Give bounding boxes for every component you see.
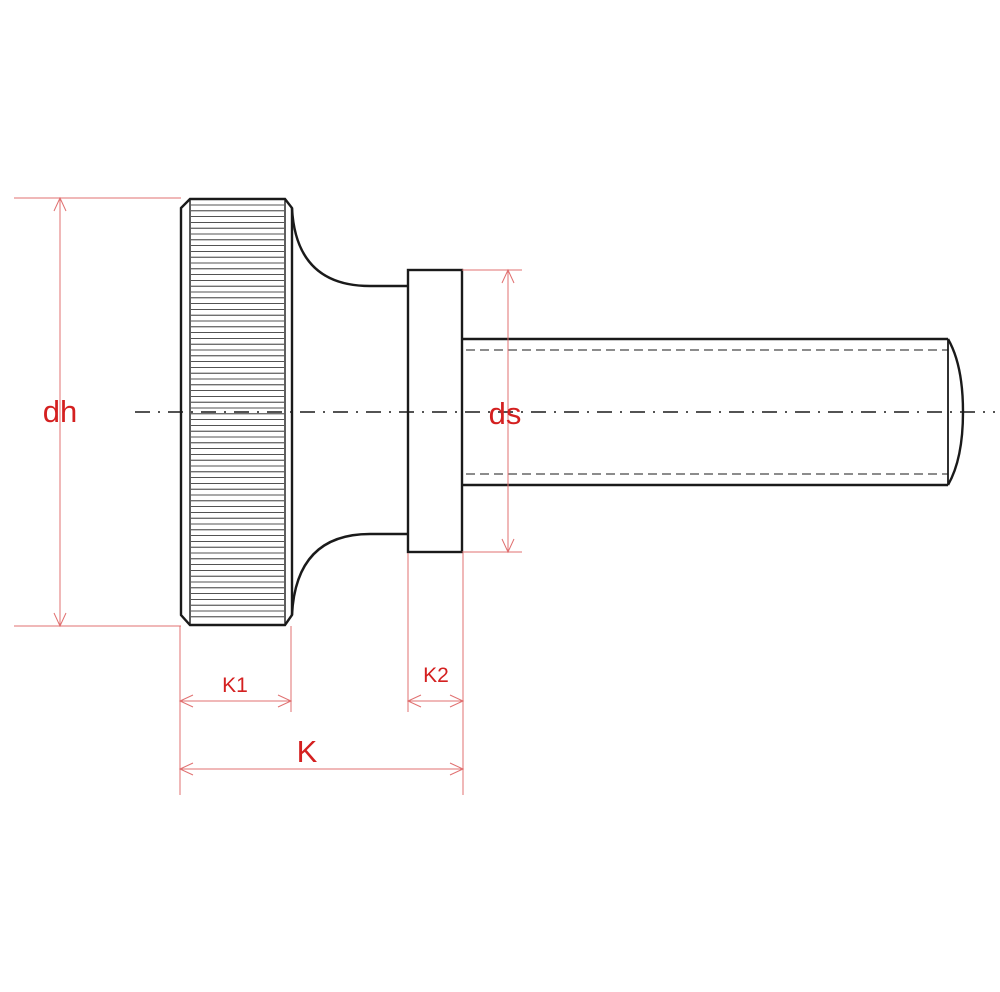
k2-arrow-left <box>406 694 422 708</box>
neck-fillet-bottom <box>290 532 408 616</box>
k1-arrow-right <box>277 694 293 708</box>
collar-outline <box>406 268 464 554</box>
dimension-labels: dh ds K1 K2 K <box>43 394 522 769</box>
k-arrow-right <box>449 762 465 776</box>
ds-arrow-bottom <box>501 538 515 554</box>
ds-arrow-top <box>501 268 515 284</box>
ds-label: ds <box>489 396 522 431</box>
k1-label: K1 <box>222 674 248 697</box>
k2-arrow-right <box>449 694 465 708</box>
knurl-pattern <box>191 204 284 618</box>
dimension-lines <box>14 196 522 795</box>
dh-arrow-top <box>53 196 67 212</box>
k1-arrow-left <box>178 694 194 708</box>
thread-lines <box>466 349 948 475</box>
dh-arrow-bottom <box>53 612 67 628</box>
dh-label: dh <box>43 394 77 429</box>
k-arrow-left <box>178 762 194 776</box>
k-label: K <box>297 734 318 769</box>
k2-label: K2 <box>423 664 449 687</box>
neck-fillet-top <box>290 207 408 288</box>
thumb-screw-outline <box>179 197 965 627</box>
